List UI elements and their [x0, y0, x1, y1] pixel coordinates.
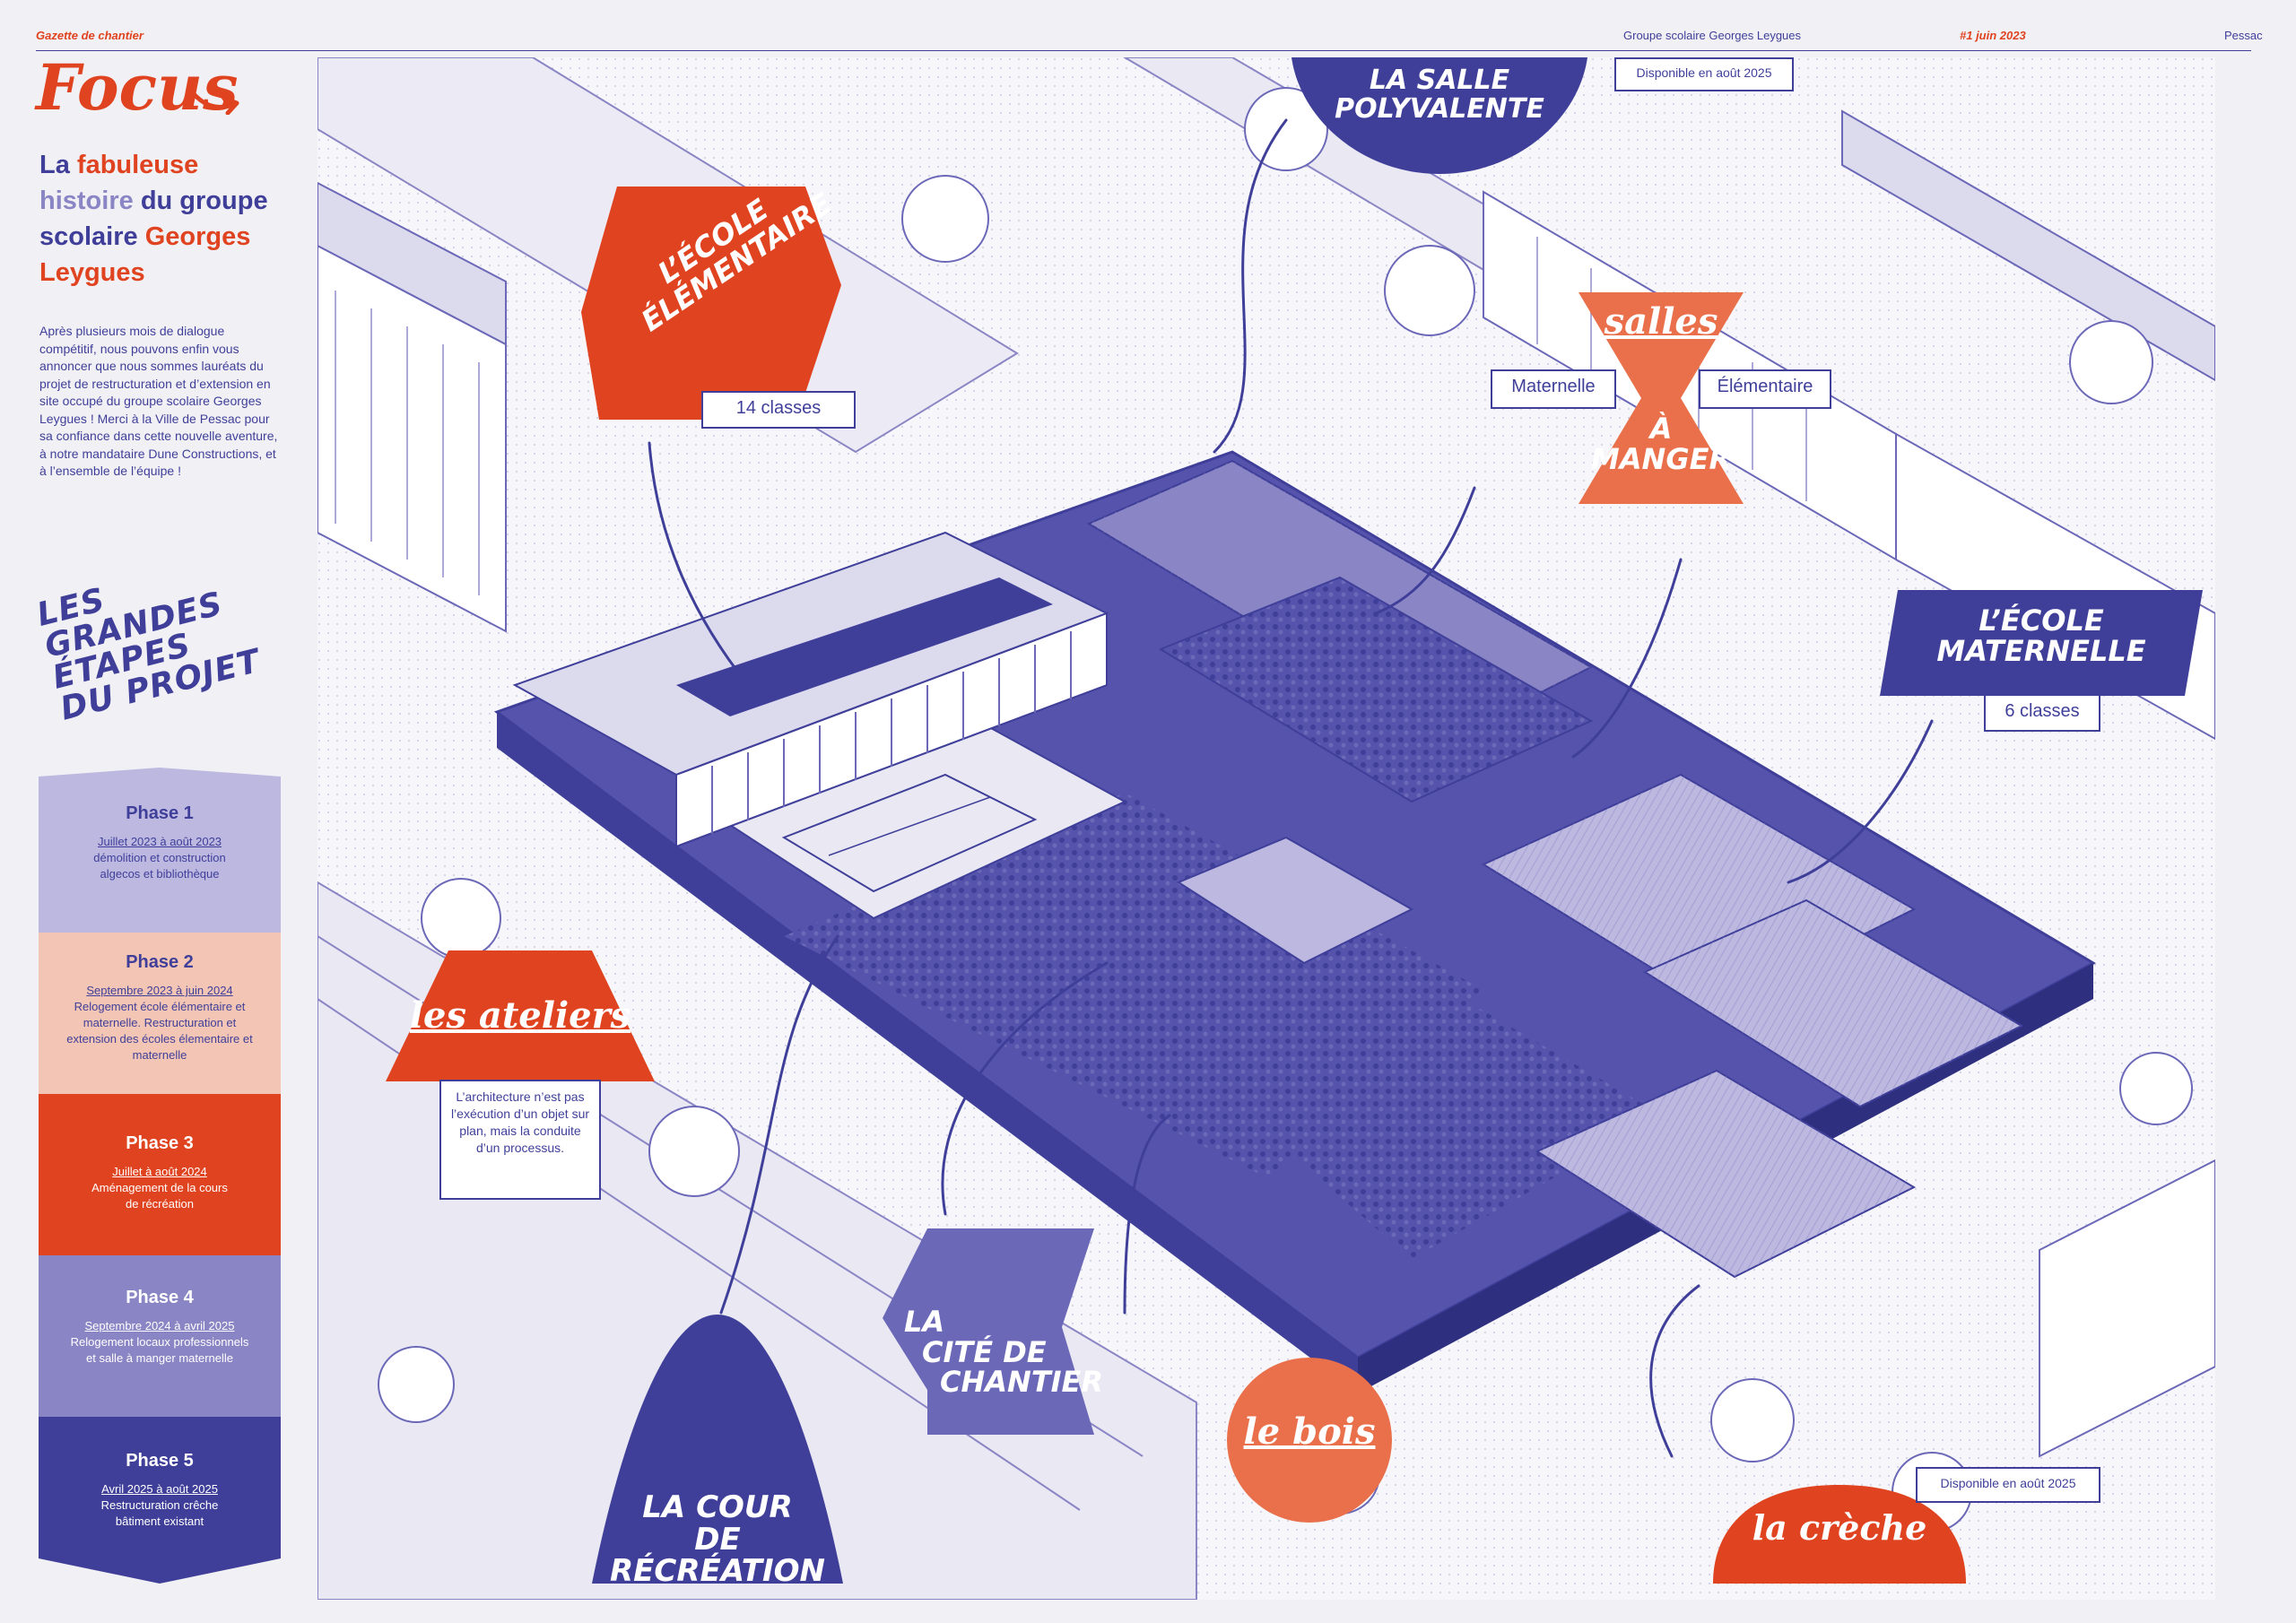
phase-3-block	[39, 1094, 281, 1255]
ecole-maternelle-shape	[1880, 590, 2203, 696]
label-line: À	[1649, 412, 1673, 446]
phase-title: Phase 5	[126, 1451, 194, 1471]
phase-desc: Relogement école élémentaire et maternel…	[66, 1000, 253, 1062]
phase-timeline	[39, 768, 281, 1584]
phase-2-block	[39, 933, 281, 1094]
ecole-maternelle-label: L’ÉCOLE MATERNELLE	[1880, 603, 2203, 668]
headline-word: du groupe	[140, 187, 268, 215]
phase-desc: démolition et construction algecos et bi…	[93, 851, 226, 881]
cour-de-recreation-shape	[592, 1315, 843, 1584]
label-line: MATERNELLE	[1936, 633, 2146, 668]
header-issue: #1 juin 2023	[1960, 29, 2026, 42]
ecole-elementaire-shape	[581, 187, 841, 420]
phase-title: Phase 4	[126, 1288, 194, 1307]
maternelle-box: Maternelle	[1491, 369, 1616, 409]
label-line: LA COUR	[642, 1489, 793, 1525]
elementaire-box: Élémentaire	[1699, 369, 1831, 409]
label-line: CHANTIER	[940, 1365, 1104, 1400]
ateliers-quote: L’architecture n’est pas l’exécution d’u…	[439, 1080, 601, 1200]
headline: La fabuleuse histoire du groupe scolaire…	[39, 147, 300, 291]
label-line: LA	[904, 1305, 945, 1339]
label-line: L’ÉCOLE	[1979, 603, 2104, 638]
phase-3: Phase 3 Juillet à août 2024 Aménagement …	[39, 1133, 281, 1212]
phase-2: Phase 2 Septembre 2023 à juin 2024 Relog…	[39, 952, 281, 1063]
headline-word: histoire	[39, 187, 134, 215]
ateliers-label: les ateliers	[409, 994, 631, 1037]
phase-dates: Juillet à août 2024	[112, 1165, 207, 1178]
phase-desc: Restructuration crêche bâtiment existant	[100, 1498, 219, 1528]
salle-polyvalente-shape	[1292, 57, 1587, 174]
a-manger-label: À MANGER	[1571, 412, 1751, 476]
creche-note: Disponible en août 2025	[1916, 1467, 2100, 1503]
intro-text: Après plusieurs mois de dialogue compéti…	[39, 324, 278, 478]
label-line: POLYVALENTE	[1335, 92, 1544, 125]
cour-de-recreation-label: LA COUR DE RÉCRÉATION	[592, 1489, 843, 1590]
cite-de-chantier-shape	[883, 1228, 1094, 1435]
salle-polyvalente-note: Disponible en août 2025	[1614, 57, 1794, 91]
label-line: DE RÉCRÉATION	[609, 1521, 826, 1590]
top-bar: Gazette de chantier Groupe scolaire Geor…	[36, 23, 2263, 50]
headline-word: Leygues	[39, 258, 145, 287]
phase-desc: Aménagement de la cours de récréation	[91, 1181, 228, 1211]
label-line: MANGER	[1590, 441, 1732, 476]
salles-a-manger-shape	[1578, 292, 1744, 504]
brand-label: Gazette de chantier	[36, 29, 144, 42]
cite-de-chantier-label: LA CITÉ DE CHANTIER	[897, 1305, 1104, 1400]
phase-5-block	[39, 1417, 281, 1584]
ateliers-shape	[386, 950, 655, 1081]
salle-polyvalente-label: LA SALLE POLYVALENTE	[1292, 66, 1587, 123]
headline-word: Georges	[144, 222, 251, 251]
phase-dates: Avril 2025 à août 2025	[101, 1482, 218, 1496]
header-rule	[36, 50, 2251, 51]
label-line: CITÉ DE	[922, 1334, 1047, 1369]
header-city: Pessac	[2224, 29, 2263, 42]
bois-shape	[1227, 1358, 1392, 1523]
bois-label: le bois	[1243, 1410, 1376, 1453]
phase-1: Phase 1 Juillet 2023 à août 2023 démolit…	[39, 803, 281, 882]
steps-title: LES GRANDES ÉTAPES DU PROJET	[33, 551, 265, 728]
creche-shape	[1713, 1485, 1966, 1584]
headline-word: fabuleuse	[76, 151, 199, 179]
phase-5: Phase 5 Avril 2025 à août 2025 Restructu…	[39, 1451, 281, 1530]
phase-1-block	[39, 768, 281, 933]
headline-word: La	[39, 151, 70, 179]
headline-word: scolaire	[39, 222, 138, 251]
label-line: LA SALLE	[1369, 65, 1510, 96]
phase-4-block	[39, 1255, 281, 1417]
phase-4: Phase 4 Septembre 2024 à avril 2025 Relo…	[39, 1288, 281, 1367]
ecole-maternelle-classes: 6 classes	[1984, 694, 2100, 732]
phase-desc: Relogement locaux professionnels et sall…	[70, 1335, 249, 1365]
phase-dates: Juillet 2023 à août 2023	[97, 835, 222, 848]
phase-title: Phase 3	[126, 1133, 194, 1153]
ecole-elementaire-classes: 14 classes	[701, 391, 856, 429]
header-group: Groupe scolaire Georges Leygues	[1623, 29, 1802, 42]
phase-dates: Septembre 2023 à juin 2024	[86, 984, 233, 997]
phase-dates: Septembre 2024 à avril 2025	[84, 1319, 235, 1332]
phase-title: Phase 2	[126, 952, 194, 972]
creche-label: la crèche	[1752, 1507, 1927, 1548]
salles-script-label: salles	[1604, 300, 1718, 343]
arrow-icon	[187, 87, 239, 115]
focus-title: Focus	[36, 50, 239, 125]
phase-title: Phase 1	[126, 803, 194, 823]
